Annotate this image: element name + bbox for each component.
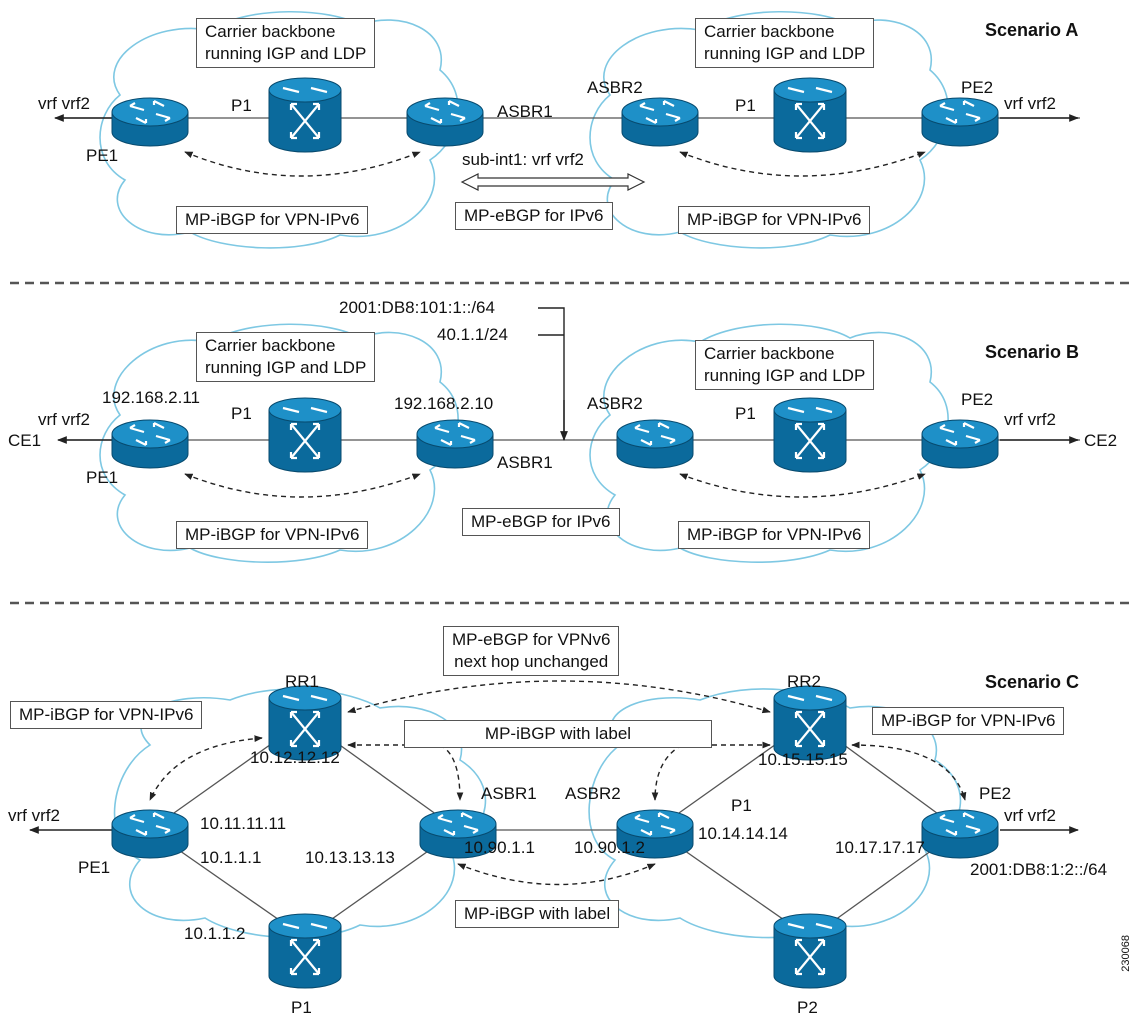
scenario-a-arrows — [54, 114, 1079, 177]
p1-link-label-c: 10.1.1.2 — [184, 924, 246, 943]
vrf-right-b: vrf vrf2 — [1004, 410, 1056, 429]
vrf-left-a: vrf vrf2 — [38, 94, 90, 113]
ibgp-label-top-box-c: MP-iBGP with label — [404, 720, 712, 748]
pe1-link-label-c: 10.1.1.1 — [200, 848, 262, 867]
backbone-label-left-b: Carrier backbone running IGP and LDP — [196, 332, 376, 382]
pe1-router-a — [111, 97, 189, 147]
pe2-label-a: PE2 — [961, 78, 994, 97]
prefix-v4-label-b: 40.1.1/24 — [437, 325, 508, 344]
backbone-label-left-a: Carrier backbone running IGP and LDP — [196, 18, 376, 68]
devices-layer — [111, 77, 999, 989]
pe2-router-a — [921, 97, 999, 147]
asbr2-router-c — [616, 809, 694, 859]
p1-ip-label-c: 10.14.14.14 — [698, 824, 788, 843]
rr2-ip-label-c: 10.15.15.15 — [758, 750, 848, 769]
p1-switch-bottom-c — [268, 913, 342, 989]
ce1-label-b: CE1 — [8, 431, 42, 450]
p1-right-label-c: P1 — [731, 796, 752, 815]
asbr2-router-b — [616, 419, 694, 469]
pe2-router-c — [921, 809, 999, 859]
pe1-label-a: PE1 — [86, 146, 119, 165]
p1-switch-right-b — [773, 397, 847, 473]
vrf-left-c: vrf vrf2 — [8, 806, 60, 825]
ibgp-label-bottom-box-c: MP-iBGP with label — [455, 900, 620, 928]
rr1-switch-c — [268, 685, 342, 761]
pe2-label-b: PE2 — [961, 390, 994, 409]
asbr1-router-a — [406, 97, 484, 147]
ibgp-right-box-c: MP-iBGP for VPN-IPv6 — [872, 707, 1065, 735]
vrf-right-c: vrf vrf2 — [1004, 806, 1056, 825]
asbr2-label-b: ASBR2 — [587, 394, 643, 413]
pe1-ip-label-c: 10.11.11.11 — [200, 814, 287, 833]
p1-left-label-b: P1 — [231, 404, 252, 423]
vrf-left-b: vrf vrf2 — [38, 410, 90, 429]
pe1-router-c — [111, 809, 189, 859]
asbr1-label-c: ASBR1 — [481, 784, 537, 803]
pe1-label-c: PE1 — [78, 858, 111, 877]
pe1-router-b — [111, 419, 189, 469]
p1-switch-left-b — [268, 397, 342, 473]
pe1-label-b: PE1 — [86, 468, 119, 487]
ce2-label-b: CE2 — [1084, 431, 1118, 450]
p2-switch-bottom-c — [773, 913, 847, 989]
rr1-label-c: RR1 — [285, 672, 320, 691]
p2-bottom-label-c: P2 — [797, 998, 818, 1017]
ebgp-box-a: MP-eBGP for IPv6 — [455, 202, 613, 230]
rr1-ip-label-c: 10.12.12.12 — [250, 748, 340, 767]
backbone-label-right-a: Carrier backbone running IGP and LDP — [695, 18, 875, 68]
pe2-ip-label-c: 10.17.17.17 — [835, 838, 925, 857]
scenario-b-arrows — [57, 307, 1079, 498]
ibgp-right-box-b: MP-iBGP for VPN-IPv6 — [678, 521, 871, 549]
cloud-left-b — [99, 323, 459, 563]
pe2-label-c: PE2 — [979, 784, 1012, 803]
ibgp-left-box-b: MP-iBGP for VPN-IPv6 — [176, 521, 369, 549]
vrf-right-a: vrf vrf2 — [1004, 94, 1056, 113]
p1-left-label-a: P1 — [231, 96, 252, 115]
scenario-b-title: Scenario B — [985, 342, 1080, 362]
ebgp-double-arrow-a — [460, 173, 646, 191]
p1-switch-left-a — [268, 77, 342, 153]
ebgp-vpnv6-box-c: MP-eBGP for VPNv6 next hop unchanged — [443, 626, 620, 676]
prefix-v6-label-b: 2001:DB8:101:1::/64 — [339, 298, 495, 317]
asbr2-router-a — [621, 97, 699, 147]
asbr1-ip-label-b: 192.168.2.10 — [394, 394, 494, 413]
rr2-switch-c — [773, 685, 847, 761]
ibgp-left-box-a: MP-iBGP for VPN-IPv6 — [176, 206, 369, 234]
p1-right-label-a: P1 — [735, 96, 756, 115]
backbone-label-right-b: Carrier backbone running IGP and LDP — [695, 340, 875, 390]
ibgp-left-box-c: MP-iBGP for VPN-IPv6 — [10, 701, 203, 729]
asbr1-label-b: ASBR1 — [497, 453, 553, 472]
asbr2-link-label-c: 10.90.1.2 — [574, 838, 645, 857]
subint-label-a: sub-int1: vrf vrf2 — [462, 150, 584, 169]
p1-right-label-b: P1 — [735, 404, 756, 423]
pe1-ip-label-b: 192.168.2.11 — [102, 388, 200, 407]
ibgp-right-box-a: MP-iBGP for VPN-IPv6 — [678, 206, 871, 234]
asbr1-label-a: ASBR1 — [497, 102, 553, 121]
figure-id: 230068 — [1120, 935, 1132, 972]
asbr1-router-b — [416, 419, 494, 469]
p1-bottom-label-c: P1 — [291, 998, 312, 1017]
scenario-c-title: Scenario C — [985, 672, 1080, 692]
asbr2-label-a: ASBR2 — [587, 78, 643, 97]
asbr2-label-c: ASBR2 — [565, 784, 621, 803]
ebgp-box-b: MP-eBGP for IPv6 — [462, 508, 620, 536]
asbr1-router-c — [419, 809, 497, 859]
pe2-router-b — [921, 419, 999, 469]
scenario-a-title: Scenario A — [985, 20, 1079, 40]
rr2-label-c: RR2 — [787, 672, 822, 691]
p1-switch-right-a — [773, 77, 847, 153]
pe2-prefix-label-c: 2001:DB8:1:2::/64 — [970, 860, 1108, 879]
asbr1-link-label-c: 10.90.1.1 — [464, 838, 535, 857]
asbr1-loop-label-c: 10.13.13.13 — [305, 848, 395, 867]
